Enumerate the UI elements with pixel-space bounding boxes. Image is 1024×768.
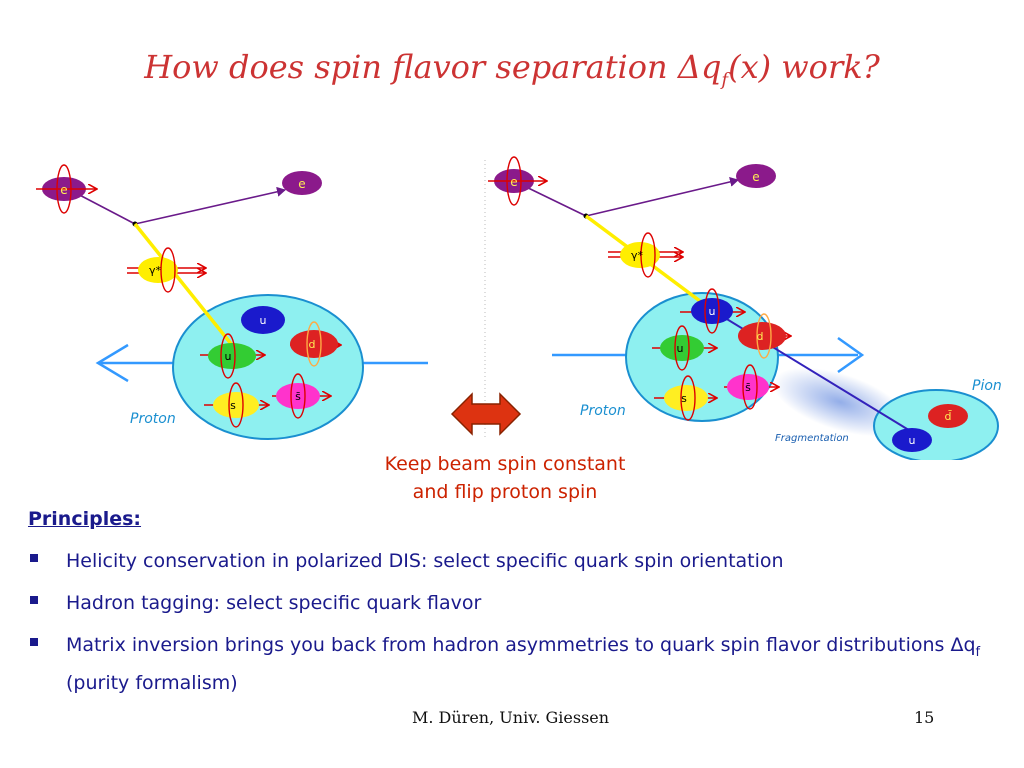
left-proton-label: Proton [130, 411, 176, 427]
svg-text:e: e [60, 183, 67, 197]
svg-text:u: u [677, 342, 684, 355]
left-beam-arrowhead [95, 343, 129, 383]
right-panel: e e γ* u u d [488, 156, 1002, 460]
left-photon: γ* [127, 247, 205, 293]
fragmentation-label: Fragmentation [775, 433, 849, 444]
svg-text:γ*: γ* [149, 264, 162, 277]
right-beam-arrowhead [837, 336, 865, 374]
right-quark-sbar: s̄ [724, 364, 778, 410]
principles-heading: Principles: [28, 508, 142, 530]
right-quark-u-top: u [680, 288, 744, 334]
left-quark-u-green: u [200, 333, 264, 379]
left-quark-u-top: u [241, 306, 285, 334]
svg-text:s: s [681, 392, 687, 405]
principles-list: Helicity conservation in polarized DIS: … [28, 546, 1008, 710]
flip-double-arrow [450, 392, 522, 436]
pion-label: Pion [972, 378, 1002, 394]
right-quark-d: d [738, 313, 790, 359]
left-panel: e e γ* u u [36, 164, 428, 440]
svg-text:s: s [230, 399, 236, 412]
svg-text:u: u [909, 434, 916, 447]
bullet-marker [30, 596, 38, 604]
pion-quark-dbar: d̄ [928, 404, 968, 428]
left-quark-d: d [290, 321, 340, 367]
right-quark-s: s [654, 375, 716, 421]
left-electron-in: e [36, 164, 96, 214]
right-electron-in: e [488, 156, 546, 206]
svg-text:u: u [709, 305, 716, 318]
bullet-marker [30, 554, 38, 562]
right-quark-u-green: u [652, 325, 716, 371]
fragmentation-cloud [772, 367, 908, 437]
right-photon: γ* [608, 232, 682, 278]
left-electron-out: e [282, 171, 322, 195]
pion-quark-u: u [892, 428, 932, 452]
svg-text:d̄: d̄ [945, 410, 952, 423]
right-electron-out: e [736, 164, 776, 188]
svg-text:s̄: s̄ [295, 390, 301, 403]
svg-text:d: d [757, 330, 764, 343]
bullet-helicity: Helicity conservation in polarized DIS: … [28, 546, 1008, 576]
caption-line-1: Keep beam spin constant [384, 453, 626, 475]
right-proton-label: Proton [580, 403, 626, 419]
footer-author: M. Düren, Univ. Giessen [412, 708, 610, 727]
svg-text:u: u [260, 314, 267, 327]
svg-text:e: e [752, 170, 759, 184]
bullet-hadron-tagging: Hadron tagging: select specific quark fl… [28, 588, 1008, 618]
slide-title: How does spin flavor separation Δqf(x) w… [144, 48, 880, 91]
svg-text:u: u [225, 350, 232, 363]
dis-diagram: e e γ* u u [36, 156, 1002, 460]
svg-text:γ*: γ* [631, 249, 644, 262]
left-quark-sbar: s̄ [272, 373, 330, 419]
svg-text:e: e [298, 177, 305, 191]
svg-text:d: d [309, 338, 316, 351]
caption-line-2: and flip proton spin [412, 481, 598, 503]
svg-text:s̄: s̄ [745, 381, 751, 394]
left-photon-line [133, 222, 242, 357]
bullet-matrix-inversion: Matrix inversion brings you back from ha… [28, 630, 1008, 698]
left-quark-s: s [204, 382, 268, 428]
page-number: 15 [914, 708, 935, 727]
svg-text:e: e [510, 175, 517, 189]
caption: Keep beam spin constant and flip proton … [340, 450, 670, 506]
bullet-marker [30, 638, 38, 646]
left-electron-out-line [134, 186, 286, 225]
